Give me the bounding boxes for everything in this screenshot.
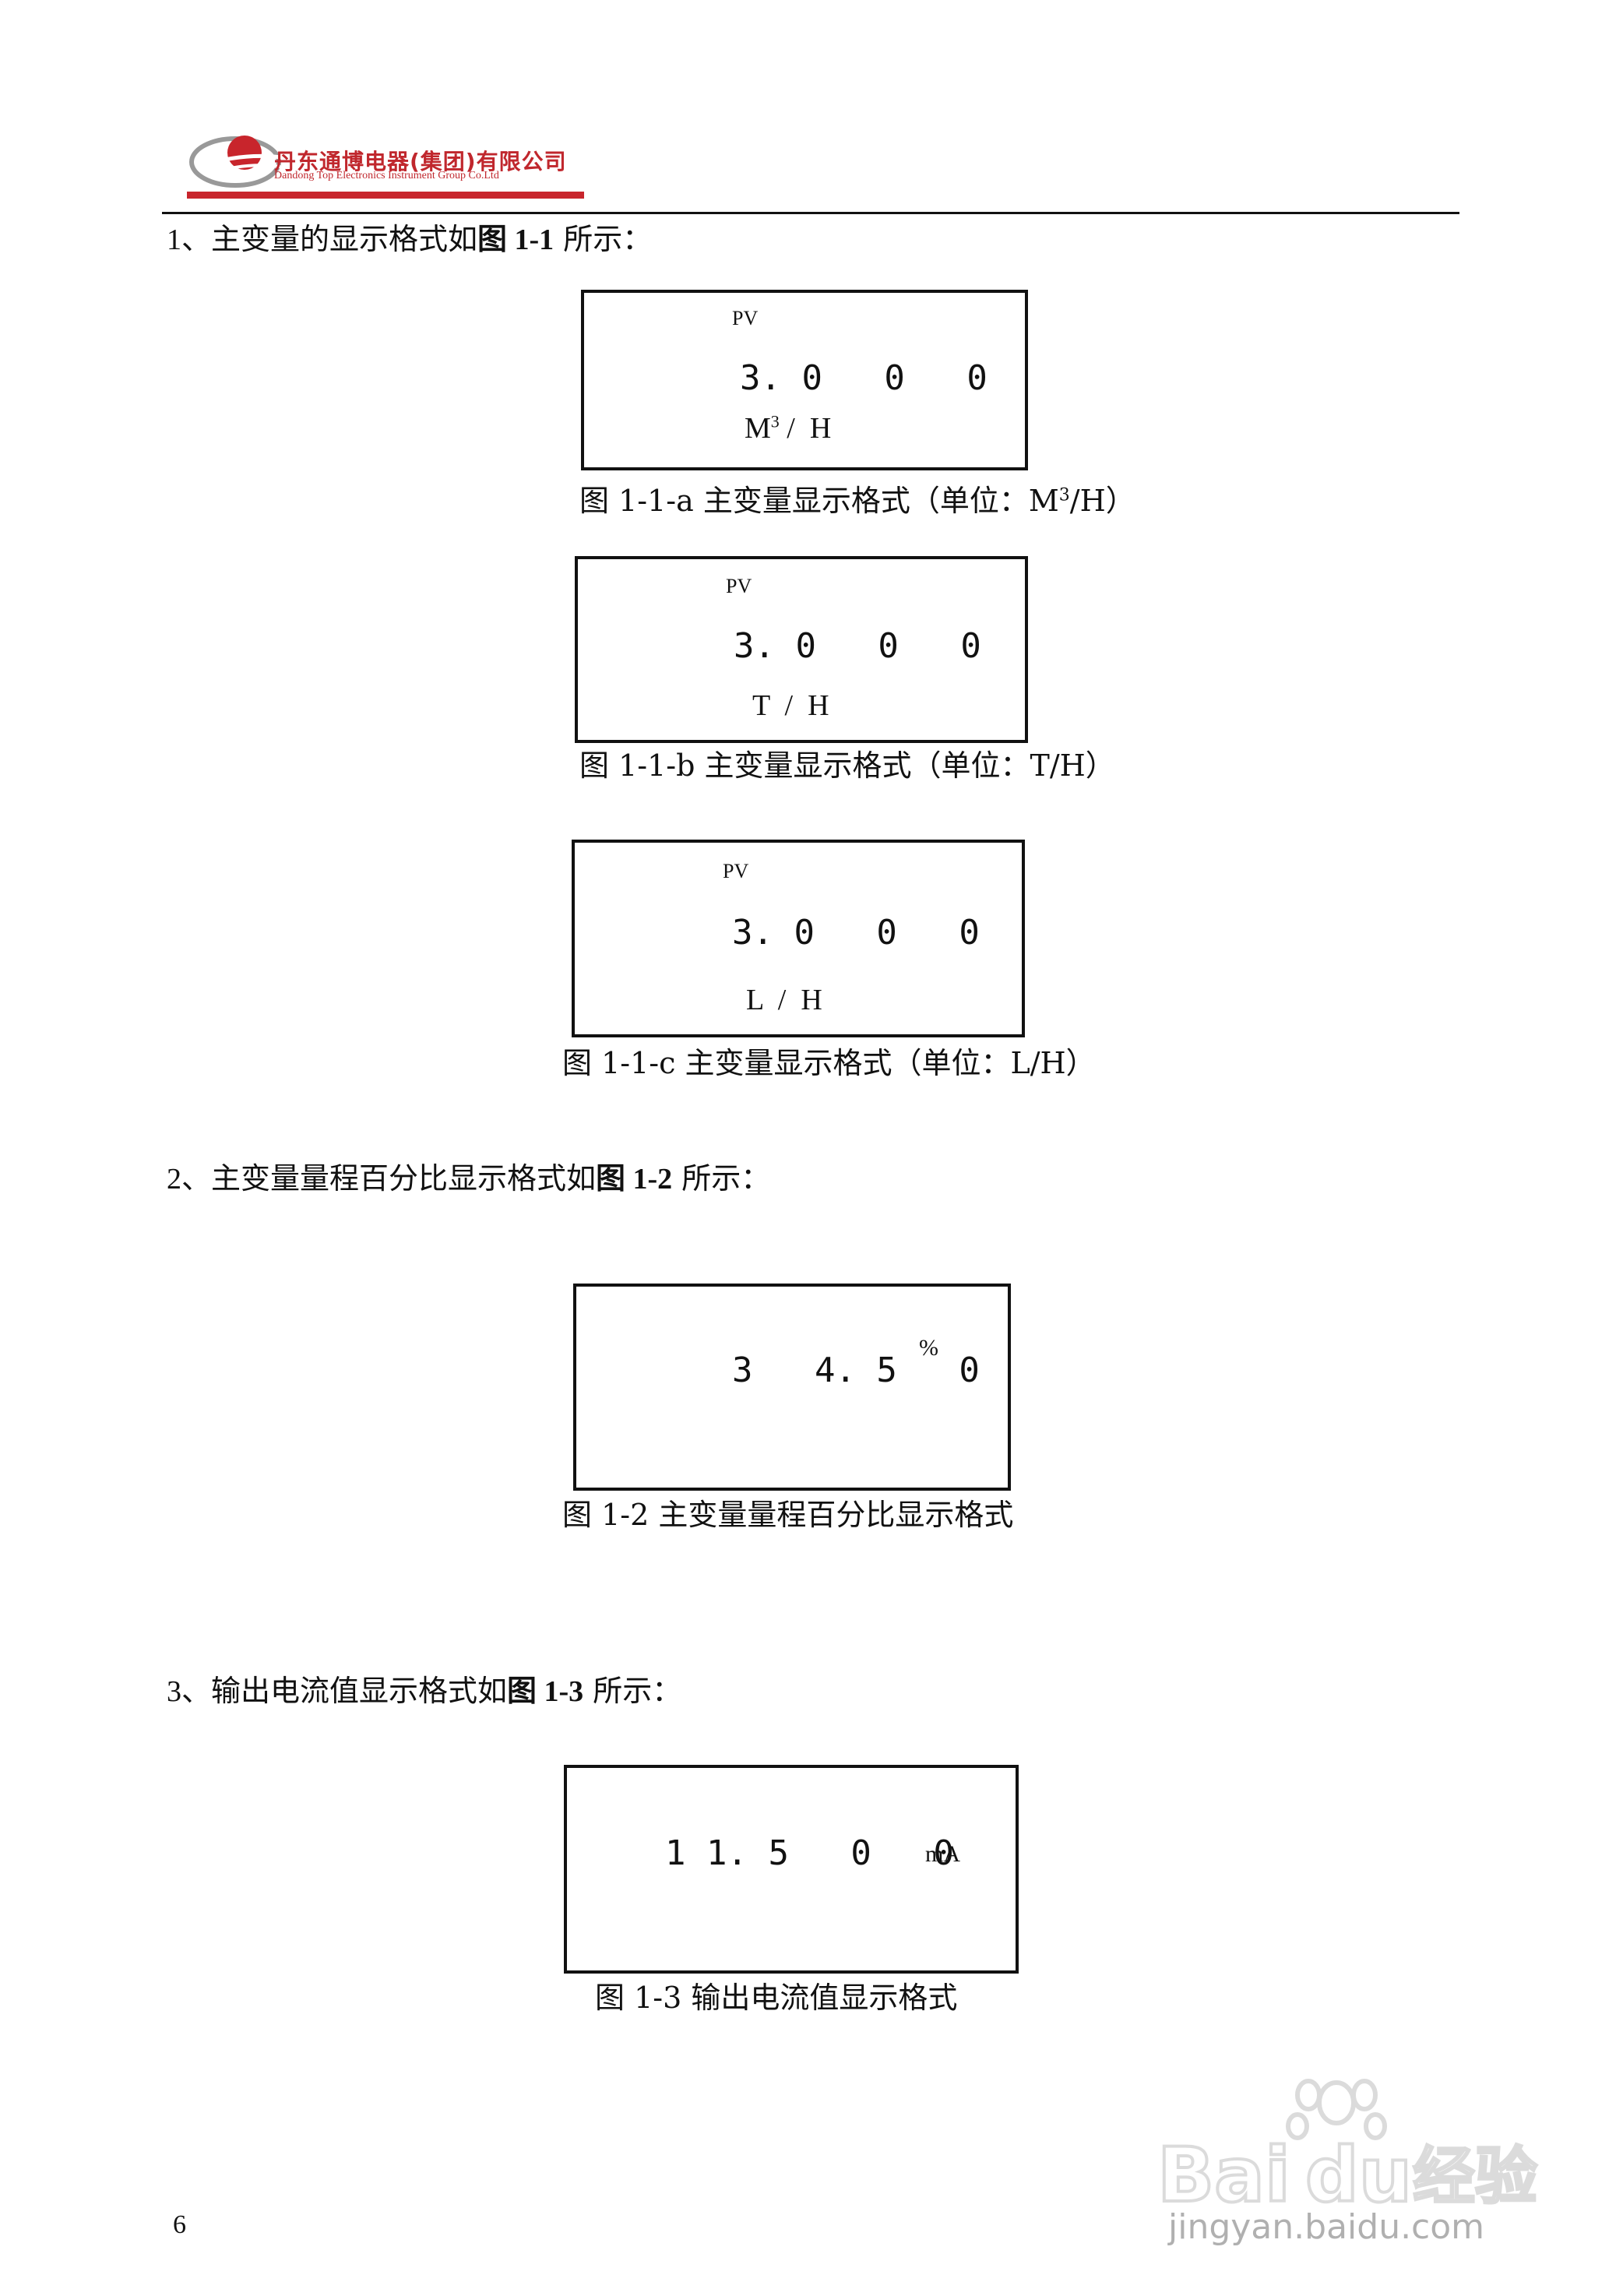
display-value: 3. 0 0 0 — [740, 358, 988, 398]
lcd-display-fig-1-1-c: PV 3. 0 0 0 L / H — [572, 840, 1025, 1037]
svg-text:du: du — [1305, 2132, 1412, 2219]
display-unit: M3 / H — [745, 411, 832, 445]
display-value: 1 1. 5 0 0 — [665, 1833, 954, 1873]
company-name-cn: 丹东通博电器(集团)有限公司 — [274, 149, 567, 174]
header-red-bar — [187, 192, 584, 199]
display-unit: mA — [925, 1841, 960, 1867]
company-name-en: Dandong Top Electronics Instrument Group… — [274, 170, 499, 181]
baidu-watermark-logo: Bai du 经验 — [1156, 2079, 1539, 2220]
pv-label: PV — [726, 575, 752, 597]
lcd-display-fig-1-3: 1 1. 5 0 0 mA — [564, 1765, 1019, 1974]
lcd-display-fig-1-1-a: PV 3. 0 0 0 M3 / H — [581, 290, 1028, 470]
display-value: 3. 0 0 0 — [734, 626, 981, 666]
company-logo — [189, 136, 283, 188]
svg-text:经验: 经验 — [1413, 2140, 1537, 2213]
display-unit: L / H — [746, 984, 822, 1016]
caption-fig-1-1-b: 图 1-1-b 主变量显示格式（单位：T/H） — [579, 748, 1115, 783]
section-2-heading: 2、主变量量程百分比显示格式如图 1-2 所示： — [167, 1161, 771, 1196]
caption-fig-1-1-c: 图 1-1-c 主变量显示格式（单位：L/H） — [562, 1046, 1096, 1080]
caption-fig-1-1-a: 图 1-1-a 主变量显示格式（单位：M3/H） — [579, 484, 1135, 518]
page-number: 6 — [173, 2210, 186, 2239]
lcd-display-fig-1-1-b: PV 3. 0 0 0 T / H — [575, 556, 1028, 743]
caption-fig-1-3: 图 1-3 输出电流值显示格式 — [595, 1981, 958, 2015]
section-3-heading: 3、输出电流值显示格式如图 1-3 所示： — [167, 1674, 682, 1708]
caption-fig-1-2: 图 1-2 主变量量程百分比显示格式 — [562, 1498, 1014, 1532]
watermark-url: jingyan.baidu.com — [1168, 2207, 1485, 2247]
svg-text:Bai: Bai — [1157, 2132, 1290, 2219]
display-value: 3. 0 0 0 — [732, 913, 980, 953]
display-value: 3 4. 5 0 — [732, 1350, 980, 1390]
display-unit: % — [919, 1335, 938, 1361]
pv-label: PV — [723, 860, 749, 882]
pv-label: PV — [732, 307, 759, 329]
header-rule — [162, 212, 1459, 214]
display-unit: T / H — [752, 689, 829, 722]
section-1-heading: 1、主变量的显示格式如图 1-1 所示： — [167, 222, 653, 256]
lcd-display-fig-1-2: 3 4. 5 0 % — [573, 1284, 1011, 1491]
